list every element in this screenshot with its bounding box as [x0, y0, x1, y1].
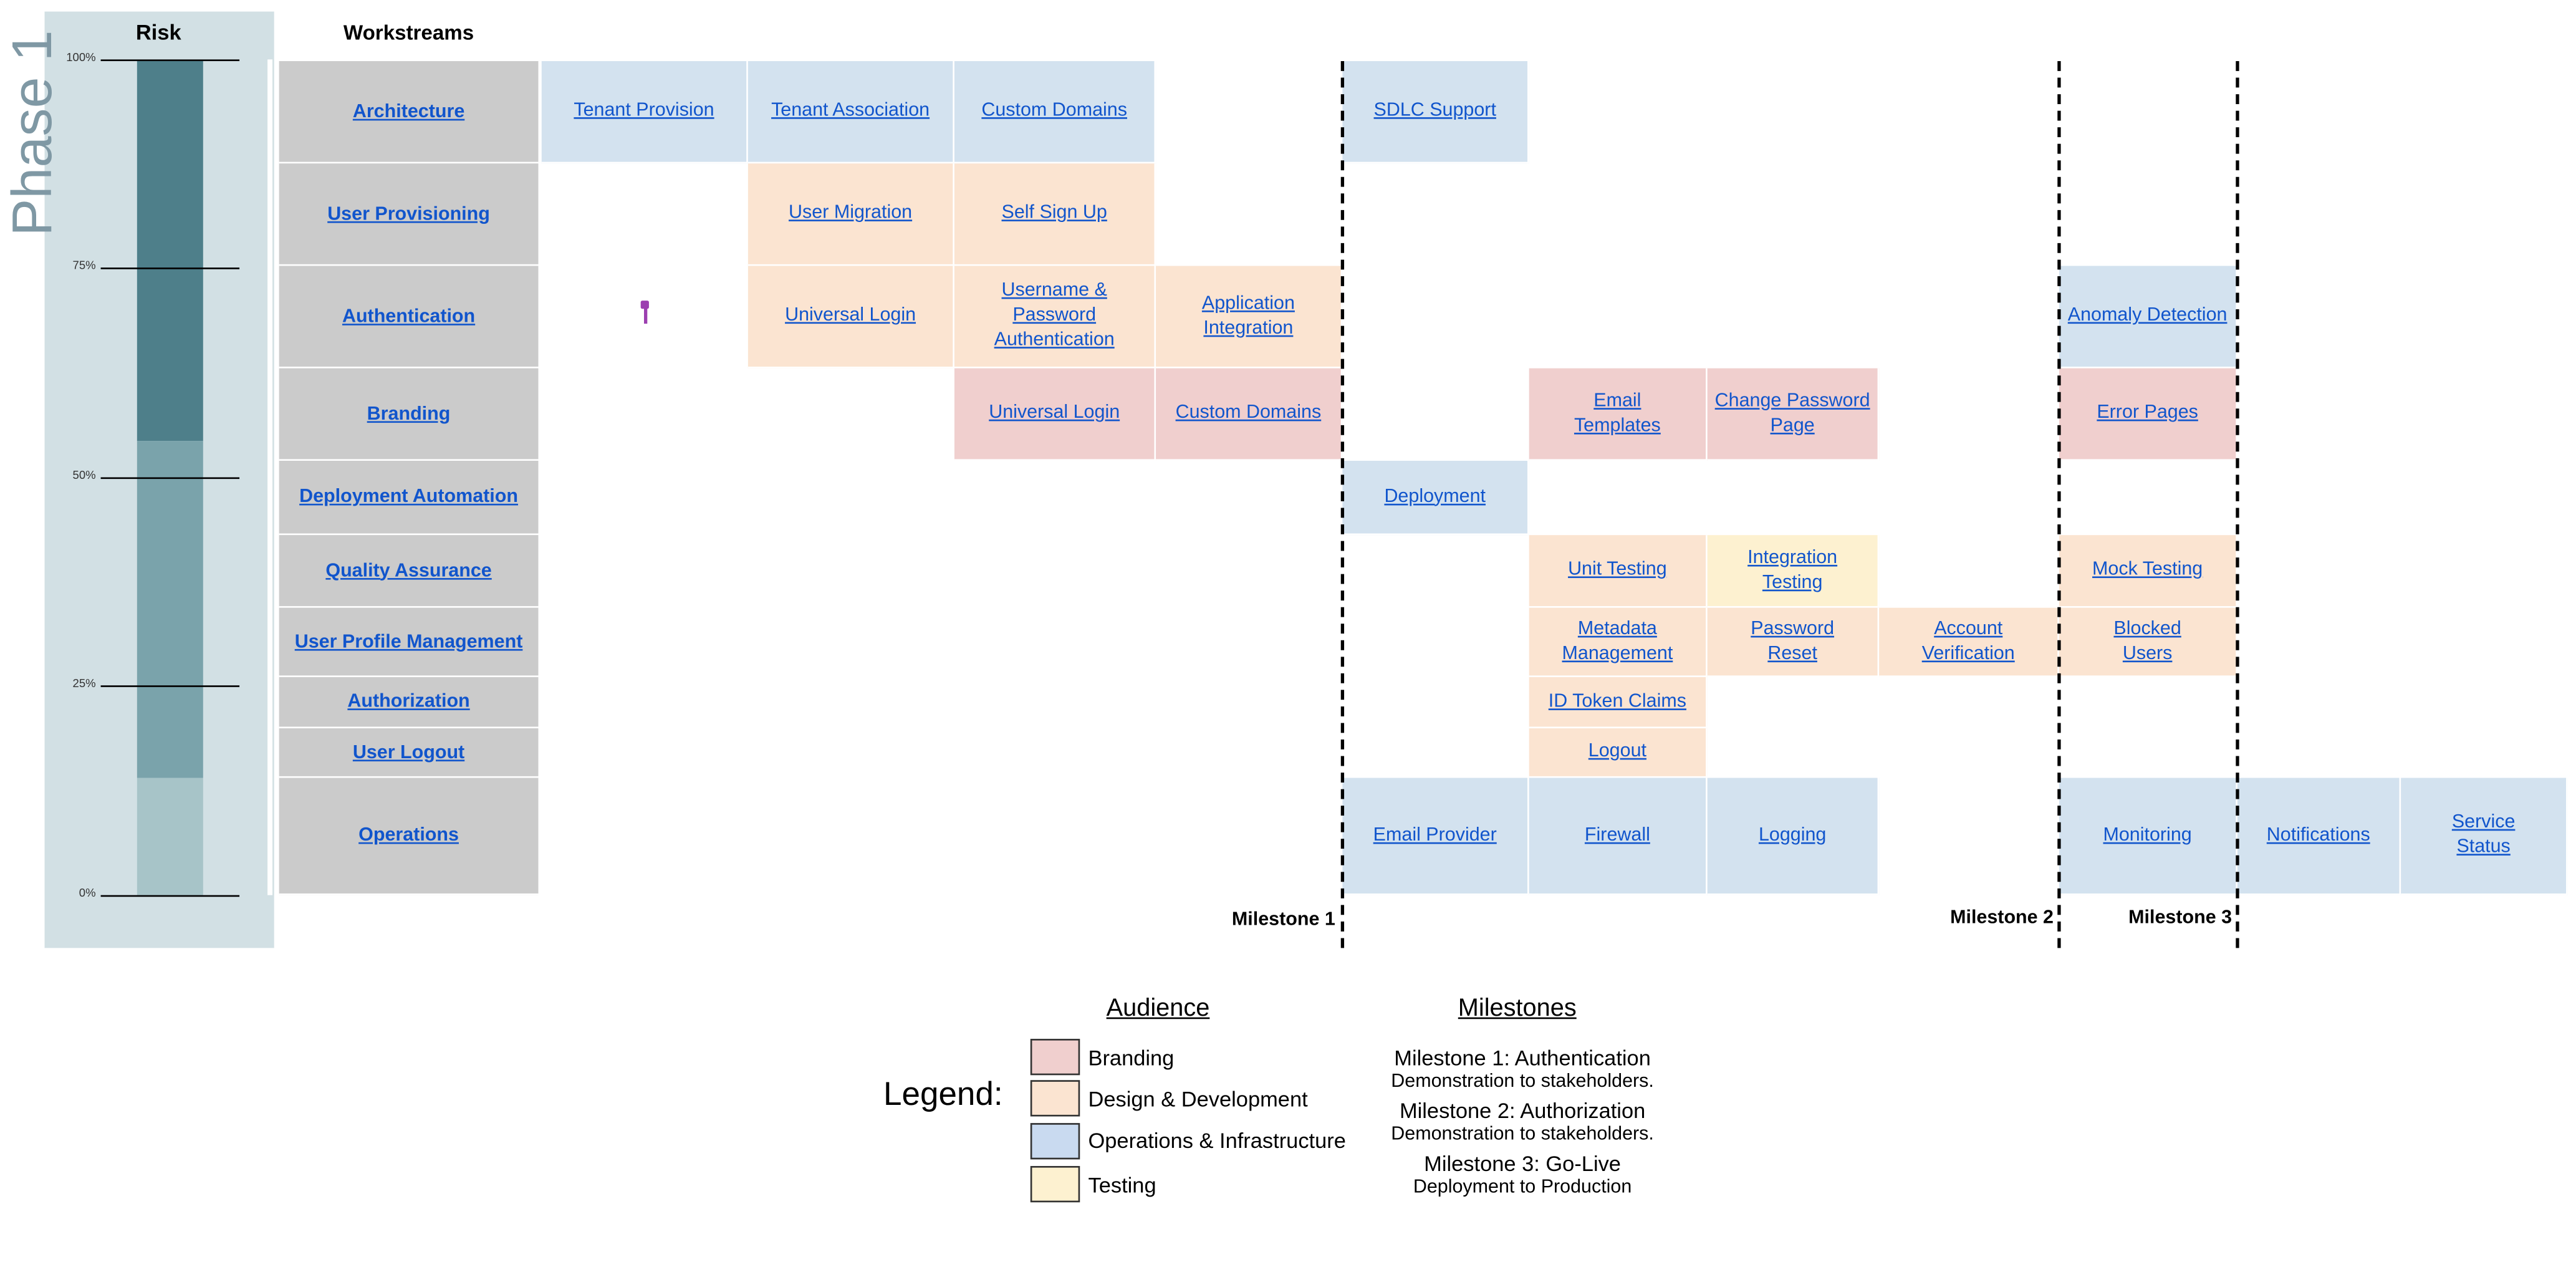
legend-label-operations-infrastructure: Operations & Infrastructure [1088, 1128, 1346, 1153]
task-universal-login-branding[interactable]: Universal Login [954, 368, 1156, 461]
pin-marker-icon[interactable] [640, 301, 651, 327]
risk-level-bar [137, 61, 203, 895]
task-sdlc-support[interactable]: SDLC Support [1342, 61, 1529, 164]
task-custom-domains[interactable]: Custom Domains [954, 61, 1156, 164]
workstream-authentication[interactable]: Authentication [279, 266, 539, 369]
workstream-operations[interactable]: Operations [279, 778, 539, 895]
milestone-1-label: Milestone 1 [1231, 910, 1335, 930]
legend-milestone-3-name: Milestone 3: Go-Live [1424, 1151, 1621, 1176]
task-logout[interactable]: Logout [1529, 728, 1708, 778]
workstream-branding[interactable]: Branding [279, 368, 539, 461]
legend-milestone-1-name: Milestone 1: Authentication [1394, 1045, 1651, 1071]
task-id-token-claims[interactable]: ID Token Claims [1529, 677, 1708, 729]
risk-tick-line [100, 267, 240, 269]
legend-label-design-development: Design & Development [1088, 1086, 1308, 1112]
risk-tick-line [100, 895, 240, 897]
milestone-3-line [2236, 61, 2239, 948]
task-metadata-management[interactable]: Metadata Management [1529, 607, 1708, 677]
workstream-user-provisioning[interactable]: User Provisioning [279, 163, 539, 266]
workstream-user-profile-management[interactable]: User Profile Management [279, 607, 539, 677]
legend-swatch-testing [1030, 1165, 1080, 1203]
risk-tick-label: 25% [72, 678, 96, 691]
risk-segment-low [137, 778, 203, 895]
task-mock-testing[interactable]: Mock Testing [2059, 535, 2237, 608]
task-unit-testing[interactable]: Unit Testing [1529, 535, 1708, 608]
workstream-authorization[interactable]: Authorization [279, 677, 539, 729]
task-change-password-page[interactable]: Change Password Page [1707, 368, 1880, 461]
legend-swatch-operations-infrastructure [1030, 1123, 1080, 1160]
legend-milestone-1-desc: Demonstration to stakeholders. [1391, 1072, 1654, 1092]
risk-segment-high [137, 61, 203, 441]
task-universal-login[interactable]: Universal Login [747, 266, 954, 369]
milestone-3-label: Milestone 3 [2128, 908, 2232, 928]
workstream-quality-assurance[interactable]: Quality Assurance [279, 535, 539, 608]
task-application-integration[interactable]: Application Integration [1156, 266, 1343, 369]
task-self-sign-up[interactable]: Self Sign Up [954, 163, 1156, 266]
task-deployment[interactable]: Deployment [1342, 460, 1529, 536]
task-tenant-provision[interactable]: Tenant Provision [541, 61, 748, 164]
task-username-password-authentication[interactable]: Username & Password Authentication [954, 266, 1156, 369]
task-logging[interactable]: Logging [1707, 778, 1880, 895]
task-error-pages[interactable]: Error Pages [2059, 368, 2237, 461]
task-firewall[interactable]: Firewall [1529, 778, 1708, 895]
risk-tick-label: 50% [72, 470, 96, 483]
risk-tick-label: 75% [72, 261, 96, 273]
legend-swatch-design-development [1030, 1080, 1080, 1117]
risk-tick-line [100, 59, 240, 62]
legend-label-testing: Testing [1088, 1172, 1156, 1198]
milestone-2-line [2057, 61, 2061, 948]
risk-title: Risk [135, 19, 181, 45]
legend-label-branding: Branding [1088, 1045, 1175, 1071]
legend-milestones-header: Milestones [1458, 994, 1577, 1023]
task-notifications[interactable]: Notifications [2237, 778, 2401, 895]
task-password-reset[interactable]: Password Reset [1707, 607, 1880, 677]
legend-milestone-3-desc: Deployment to Production [1413, 1177, 1632, 1198]
legend-milestone-2-desc: Demonstration to stakeholders. [1391, 1124, 1654, 1145]
workstream-user-logout[interactable]: User Logout [279, 728, 539, 778]
task-user-migration[interactable]: User Migration [747, 163, 954, 266]
legend-swatch-branding [1030, 1039, 1080, 1076]
task-email-provider[interactable]: Email Provider [1342, 778, 1529, 895]
grid-divider [267, 59, 273, 895]
milestone-1-line [1340, 61, 1345, 948]
task-tenant-association[interactable]: Tenant Association [747, 61, 954, 164]
workstream-deployment-automation[interactable]: Deployment Automation [279, 460, 539, 536]
risk-tick-line [100, 685, 240, 687]
task-monitoring[interactable]: Monitoring [2059, 778, 2237, 895]
workstream-architecture[interactable]: Architecture [279, 61, 539, 164]
task-blocked-users[interactable]: Blocked Users [2059, 607, 2237, 677]
risk-tick-label: 0% [79, 889, 96, 900]
risk-tick-label: 100% [66, 52, 96, 65]
legend-audience-header: Audience [1106, 994, 1210, 1023]
task-integration-testing[interactable]: Integration Testing [1707, 535, 1880, 608]
workstreams-header: Workstreams [343, 21, 474, 45]
risk-tick-line [100, 477, 240, 479]
task-custom-domains-branding[interactable]: Custom Domains [1156, 368, 1343, 461]
legend-milestone-2-name: Milestone 2: Authorization [1399, 1098, 1646, 1124]
risk-segment-medium [137, 440, 203, 779]
legend-title: Legend: [883, 1076, 1003, 1114]
task-email-templates[interactable]: Email Templates [1529, 368, 1708, 461]
task-service-status[interactable]: Service Status [2401, 778, 2568, 895]
milestone-2-label: Milestone 2 [1950, 908, 2054, 928]
task-account-verification[interactable]: Account Verification [1879, 607, 2059, 677]
task-anomaly-detection[interactable]: Anomaly Detection [2059, 266, 2237, 369]
